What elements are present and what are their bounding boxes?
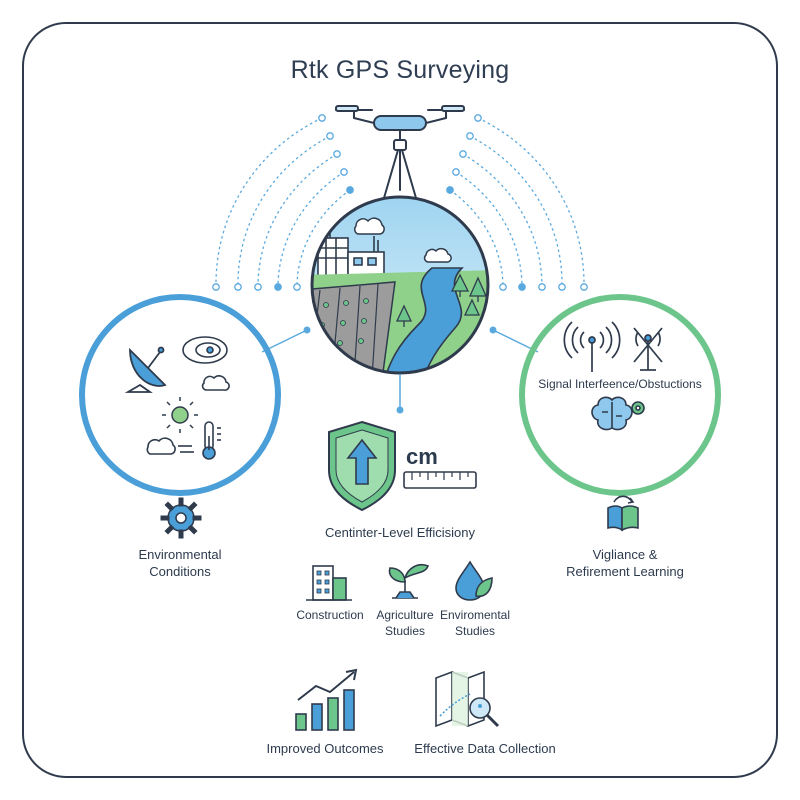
bar-chart-icon [295,668,358,731]
unit-label: cm [406,444,438,469]
sun-icon [162,397,198,433]
shield-arrow-icon [328,420,396,512]
application-line1: Construction [296,608,364,622]
application-line2: Studies [454,624,496,638]
application-line2: Studies [384,624,426,638]
outcome-improved: Improved Outcomes [266,741,384,756]
learning-caption-line2: Refirement Learning [566,564,684,579]
blocked-tower-icon [633,327,663,371]
building-icon [306,565,352,601]
signal-dots-right [446,114,588,291]
gear-icon [160,497,202,539]
outer-frame [22,22,778,778]
globe-landscape-icon [310,195,490,375]
application-line1: Agriculture [376,608,434,622]
page-title: Rtk GPS Surveying [290,56,510,84]
signal-tower-icon [563,321,621,372]
signal-interference-label: Signal Interfeence/Obstuctions [538,377,702,391]
open-book-icon [607,495,639,532]
signal-dots-left [212,114,354,291]
learning-caption-line1: Vigliance & [592,547,658,562]
environment-caption-line2: Conditions [149,564,211,579]
map-search-icon [435,670,500,728]
signal-arcs-right [449,117,585,288]
connector-dots [303,326,497,414]
drone-icon [335,105,465,199]
signal-arcs-left [215,117,351,288]
water-leaf-icon [455,560,493,601]
application-construction: Construction [290,607,370,623]
environment-caption: Environmental Conditions [100,546,260,580]
application-environmental: Enviromental Studies [435,607,515,639]
environment-caption-line1: Environmental [138,547,222,562]
application-agriculture: Agriculture Studies [365,607,445,639]
signal-circle [519,294,721,496]
application-line1: Enviromental [439,608,511,622]
brain-gear-icon [591,396,645,431]
cloud-wind-icon [146,437,194,455]
learning-caption: Vigliance & Refirement Learning [540,546,710,580]
ruler-icon [403,471,477,489]
outcome-data-collection: Effective Data Collection [414,741,556,756]
cloud-icon [201,375,230,391]
sprout-icon [388,563,430,599]
efficiency-caption: Centinter-Level Efficisiony [324,525,476,540]
satellite-dish-icon [124,346,167,393]
thermometer-icon [202,421,221,460]
wind-swirl-icon [182,336,228,364]
environment-circle [79,294,281,496]
